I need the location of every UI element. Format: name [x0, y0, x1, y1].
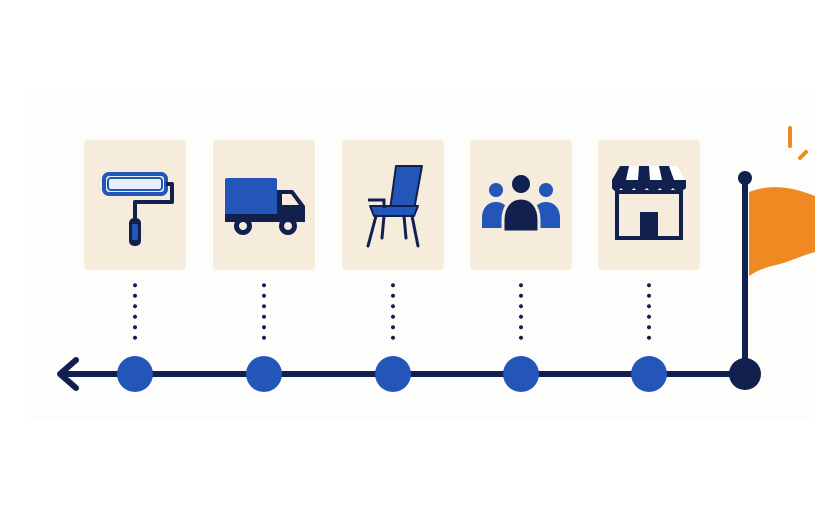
- timeline-node: [117, 356, 153, 392]
- sparkle-mark: [798, 150, 808, 160]
- moving-truck-icon: [225, 178, 305, 235]
- step-card-paint: [84, 140, 186, 270]
- flag-pole-top: [738, 171, 752, 185]
- step-card-storefront: [598, 140, 700, 270]
- goal-flag-icon: [749, 187, 815, 276]
- step-card-moving: [213, 140, 315, 270]
- timeline-node: [503, 356, 539, 392]
- step-connector: [391, 280, 395, 342]
- timeline-node: [631, 356, 667, 392]
- chair-icon: [366, 165, 423, 248]
- step-connector: [262, 280, 266, 342]
- timeline-node: [246, 356, 282, 392]
- arrow-left-icon: [57, 357, 79, 391]
- step-connector: [133, 280, 137, 342]
- step-connector: [519, 280, 523, 342]
- timeline-node: [375, 356, 411, 392]
- step-connector: [647, 280, 651, 342]
- paint-roller-icon: [102, 172, 174, 246]
- step-card-staff: [470, 140, 572, 270]
- storefront-icon: [612, 166, 686, 240]
- timeline-end-node: [729, 358, 761, 390]
- team-icon: [482, 175, 560, 234]
- step-card-furnishing: [342, 140, 444, 270]
